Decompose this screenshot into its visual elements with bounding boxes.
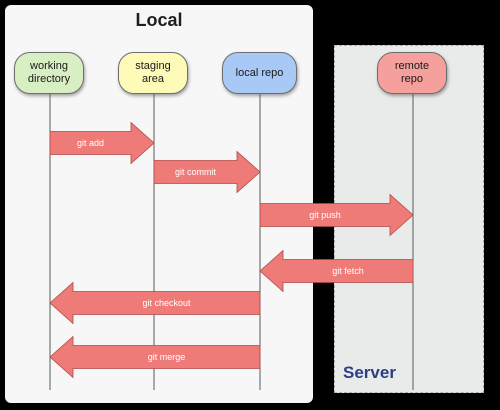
git-fetch-label: git fetch	[332, 266, 364, 276]
git-fetch-arrow	[259, 249, 414, 293]
git-commit-arrow	[153, 150, 261, 194]
git-push-label: git push	[309, 210, 341, 220]
git-checkout-arrow	[49, 281, 261, 325]
git-commit-label: git commit	[175, 167, 217, 177]
local-repo-box: local repo	[222, 52, 297, 94]
git-push-arrow	[259, 193, 414, 237]
git-add-arrow	[49, 121, 155, 165]
staging-area-box: staging area	[118, 52, 188, 94]
working-directory-box: working directory	[14, 52, 84, 94]
local-title: Local	[135, 10, 183, 30]
server-title: Server	[343, 363, 396, 382]
remote-repo-box: remote repo	[377, 52, 447, 94]
git-merge-arrow	[49, 335, 261, 379]
git-add-label: git add	[77, 138, 104, 148]
git-merge-label: git merge	[148, 352, 186, 362]
git-checkout-label: git checkout	[142, 298, 191, 308]
